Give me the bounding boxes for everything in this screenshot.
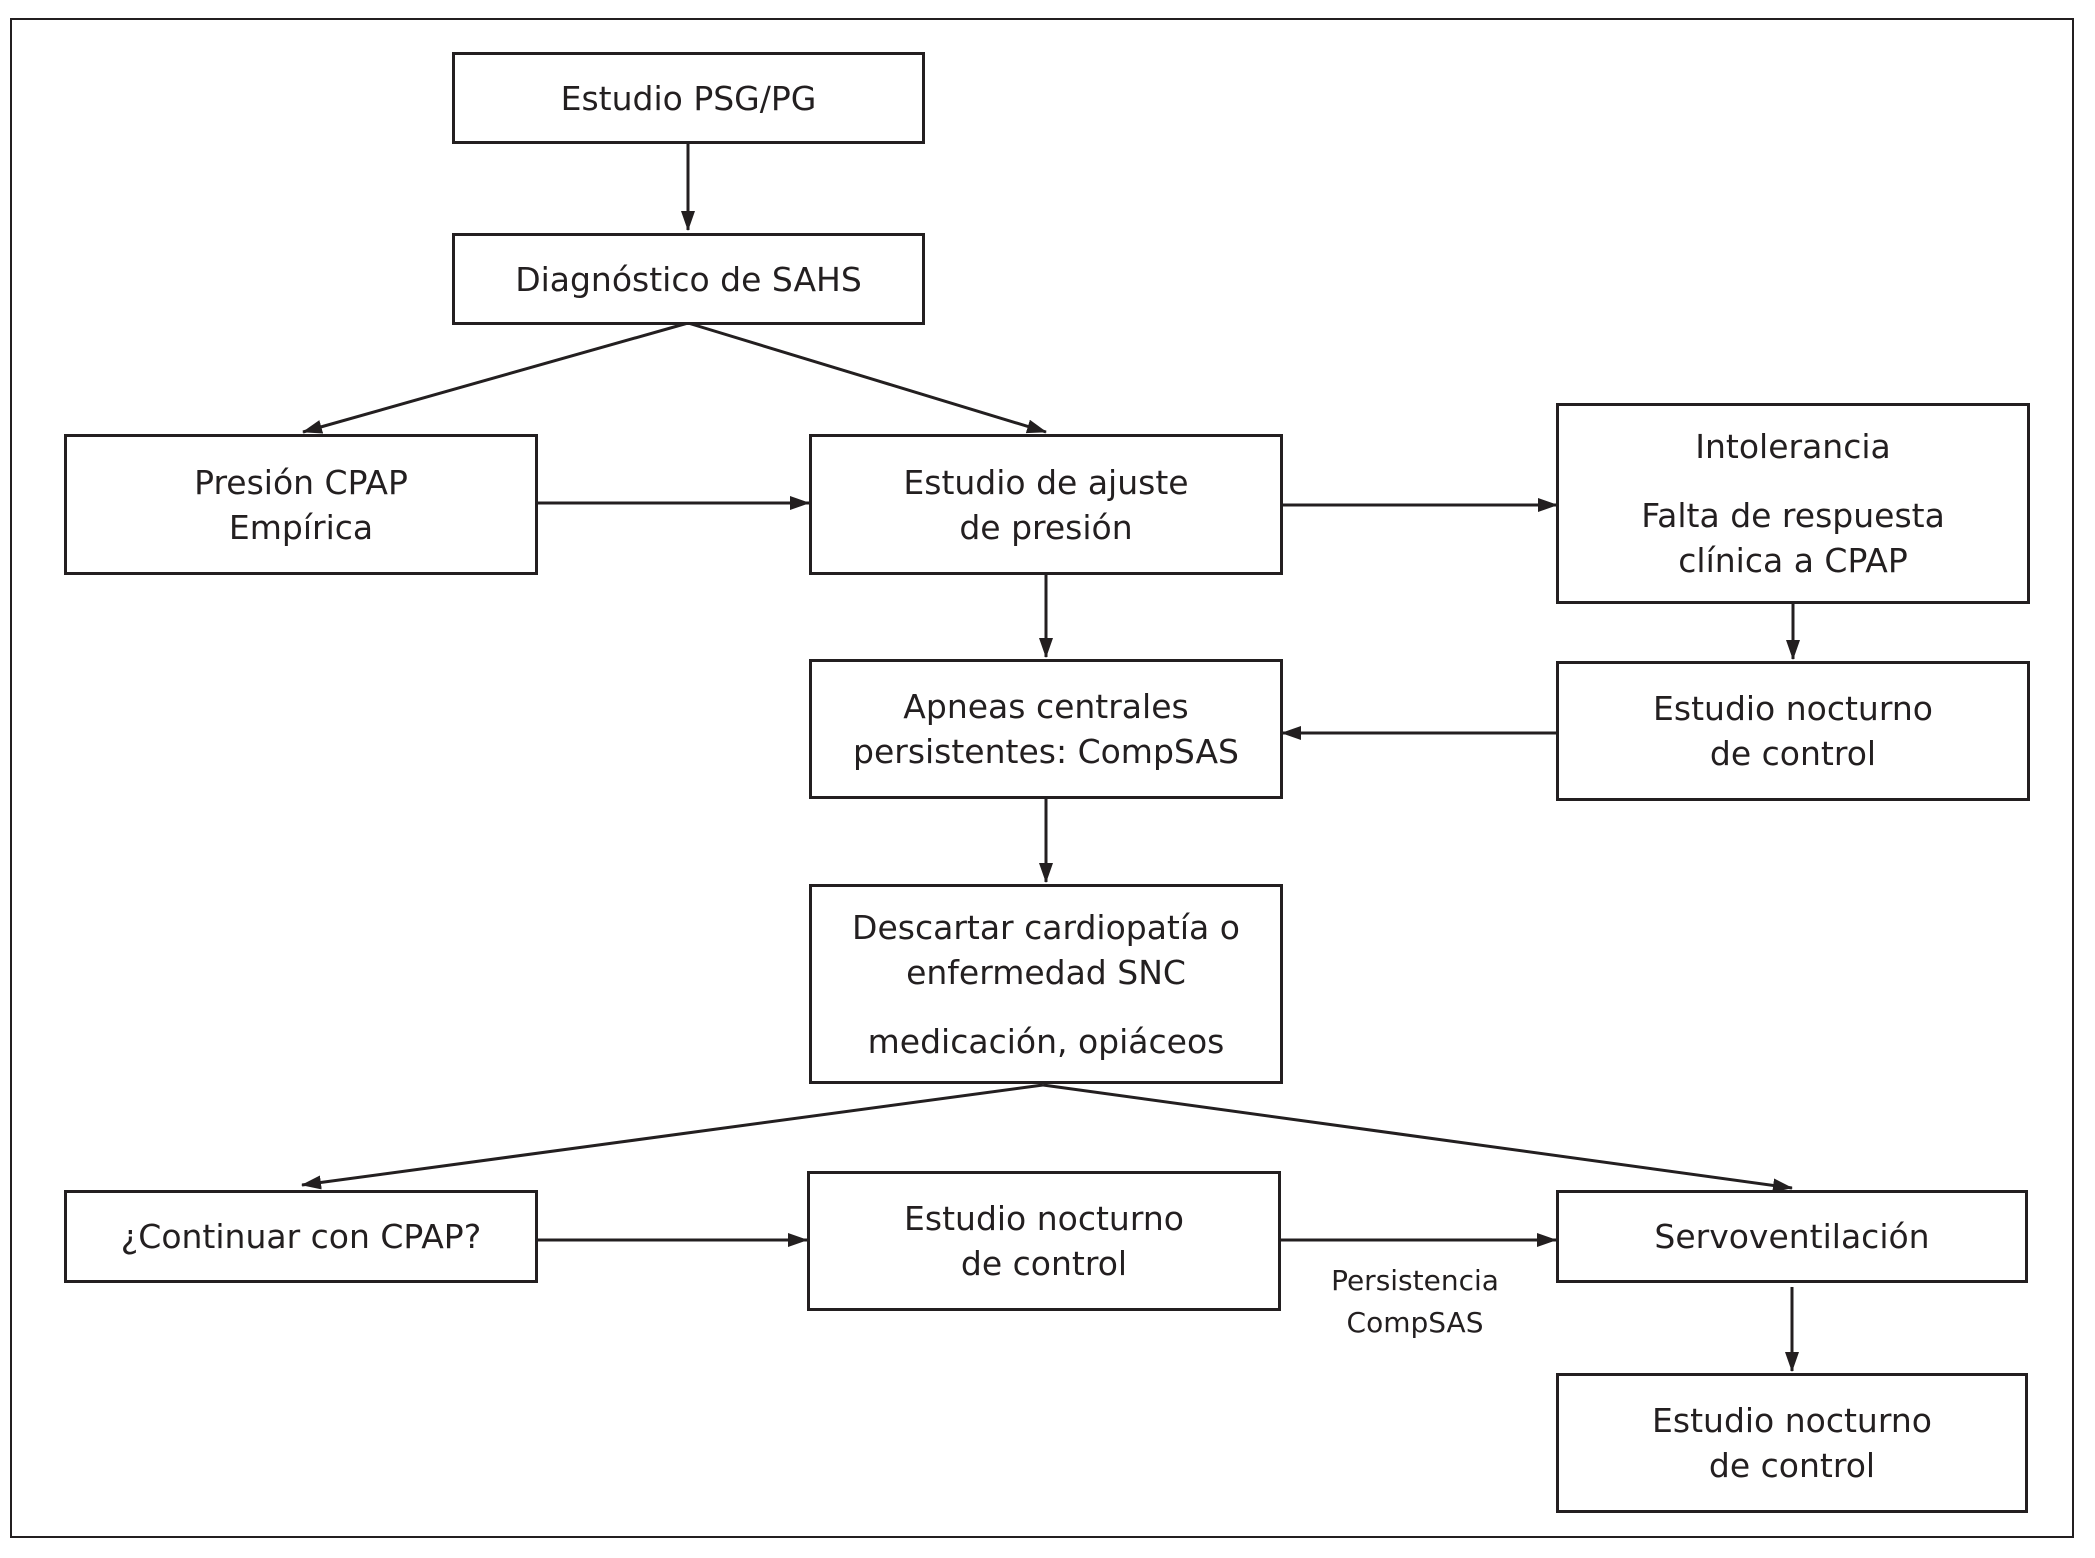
diagram-frame: [10, 18, 2074, 1538]
node-label-line-2: Falta de respuesta: [1641, 496, 1945, 535]
node-label-line-1: Intolerancia: [1695, 427, 1891, 466]
arrow-descartar-to-servo: [1042, 1083, 1793, 1193]
node-label-line-1: Estudio nocturno: [904, 1199, 1184, 1238]
node-label-line-2: persistentes: CompSAS: [853, 732, 1239, 771]
node-apneas-centrales-compsas: Apneas centrales persistentes: CompSAS: [809, 659, 1283, 799]
node-label-line-1: Descartar cardiopatía o: [852, 907, 1240, 947]
node-estudio-ajuste-presion: Estudio de ajuste de presión: [809, 434, 1283, 575]
node-estudio-nocturno-control-2: Estudio nocturno de control: [807, 1171, 1281, 1311]
node-label-line-1: Estudio nocturno: [1653, 689, 1933, 728]
node-label: Diagnóstico de SAHS: [515, 259, 862, 299]
node-descartar-cardiopatia: Descartar cardiopatía o enfermedad SNC m…: [809, 884, 1283, 1084]
node-presion-cpap-empirica: Presión CPAP Empírica: [64, 434, 538, 575]
node-continuar-con-cpap: ¿Continuar con CPAP?: [64, 1190, 538, 1283]
node-label-line-2: de control: [960, 1244, 1128, 1283]
node-label-line-3: clínica a CPAP: [1678, 541, 1908, 580]
node-diagnostico-sahs: Diagnóstico de SAHS: [452, 233, 925, 325]
arrow-diagnostico-to-cpap-empirica: [302, 321, 689, 434]
node-label: ¿Continuar con CPAP?: [120, 1217, 482, 1256]
node-label: Estudio PSG/PG: [560, 78, 817, 118]
node-label-line-3: medicación, opiáceos: [867, 1021, 1225, 1061]
node-label-line-2: Empírica: [228, 507, 374, 547]
node-label-line-2: de control: [1708, 1446, 1876, 1485]
edge-label-line-2: CompSAS: [1346, 1306, 1484, 1339]
node-label-line-1: Presión CPAP: [194, 462, 408, 502]
node-label-line-1: Estudio nocturno: [1652, 1401, 1932, 1440]
node-estudio-nocturno-control-1: Estudio nocturno de control: [1556, 661, 2030, 801]
node-label-line-1: Estudio de ajuste: [903, 462, 1189, 502]
edge-label-persistencia-compsas: Persistencia CompSAS: [1300, 1260, 1530, 1344]
arrow-diagnostico-to-ajuste: [687, 321, 1047, 434]
node-label-line-2: de presión: [959, 507, 1133, 547]
node-estudio-psg-pg: Estudio PSG/PG: [452, 52, 925, 144]
node-intolerancia: Intolerancia Falta de respuesta clínica …: [1556, 403, 2030, 604]
node-label-line-2: enfermedad SNC: [906, 952, 1186, 992]
node-estudio-nocturno-control-3: Estudio nocturno de control: [1556, 1373, 2028, 1513]
arrow-descartar-to-continuar: [301, 1083, 1044, 1190]
edge-label-line-1: Persistencia: [1331, 1264, 1499, 1297]
node-servoventilacion: Servoventilación: [1556, 1190, 2028, 1283]
node-label: Servoventilación: [1654, 1217, 1930, 1256]
node-label-line-1: Apneas centrales: [903, 687, 1189, 726]
node-label-line-2: de control: [1709, 734, 1877, 773]
